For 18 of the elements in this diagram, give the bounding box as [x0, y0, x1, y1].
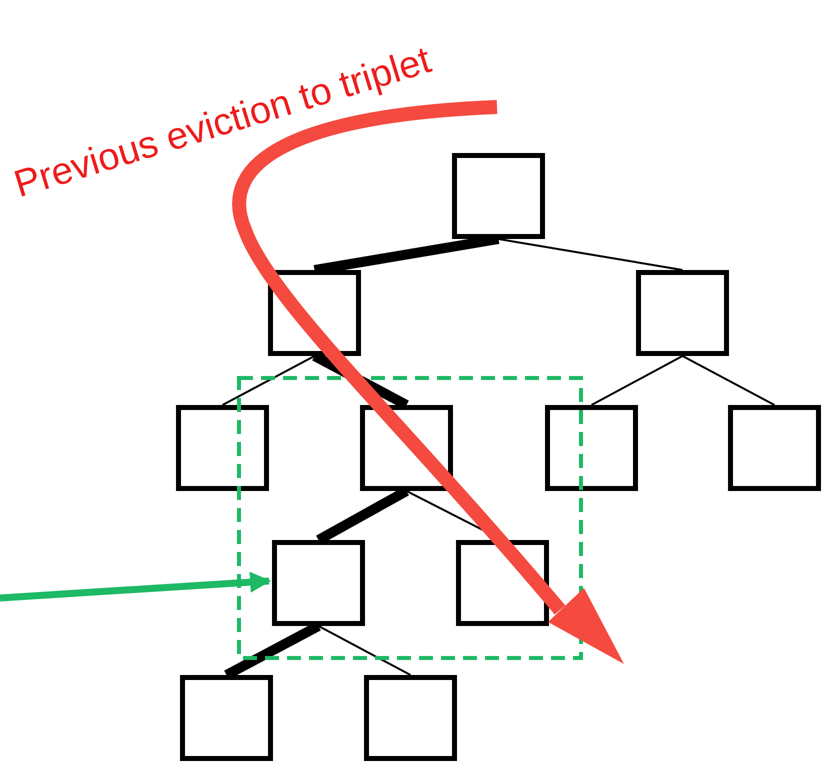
tree-edge: [222, 355, 315, 406]
annotation-text: Previous eviction to triplet: [9, 39, 436, 207]
tree-node-box: [452, 153, 545, 239]
tree-node-box: [176, 405, 269, 491]
tree-node-box: [268, 270, 361, 356]
tree-edge: [498, 238, 683, 271]
tree-node-box: [180, 675, 273, 761]
tree-node-box: [728, 405, 821, 491]
tree-edge: [591, 355, 683, 406]
tree-node-box: [456, 540, 549, 626]
tree-edge: [682, 355, 775, 406]
tree-node-box: [636, 270, 729, 356]
tree-edge: [318, 625, 411, 676]
tree-node-box: [545, 405, 638, 491]
tree-node-box: [272, 540, 365, 626]
arrow: [0, 572, 272, 602]
tree-node-box: [364, 675, 457, 761]
tree-node-box: [360, 405, 453, 491]
